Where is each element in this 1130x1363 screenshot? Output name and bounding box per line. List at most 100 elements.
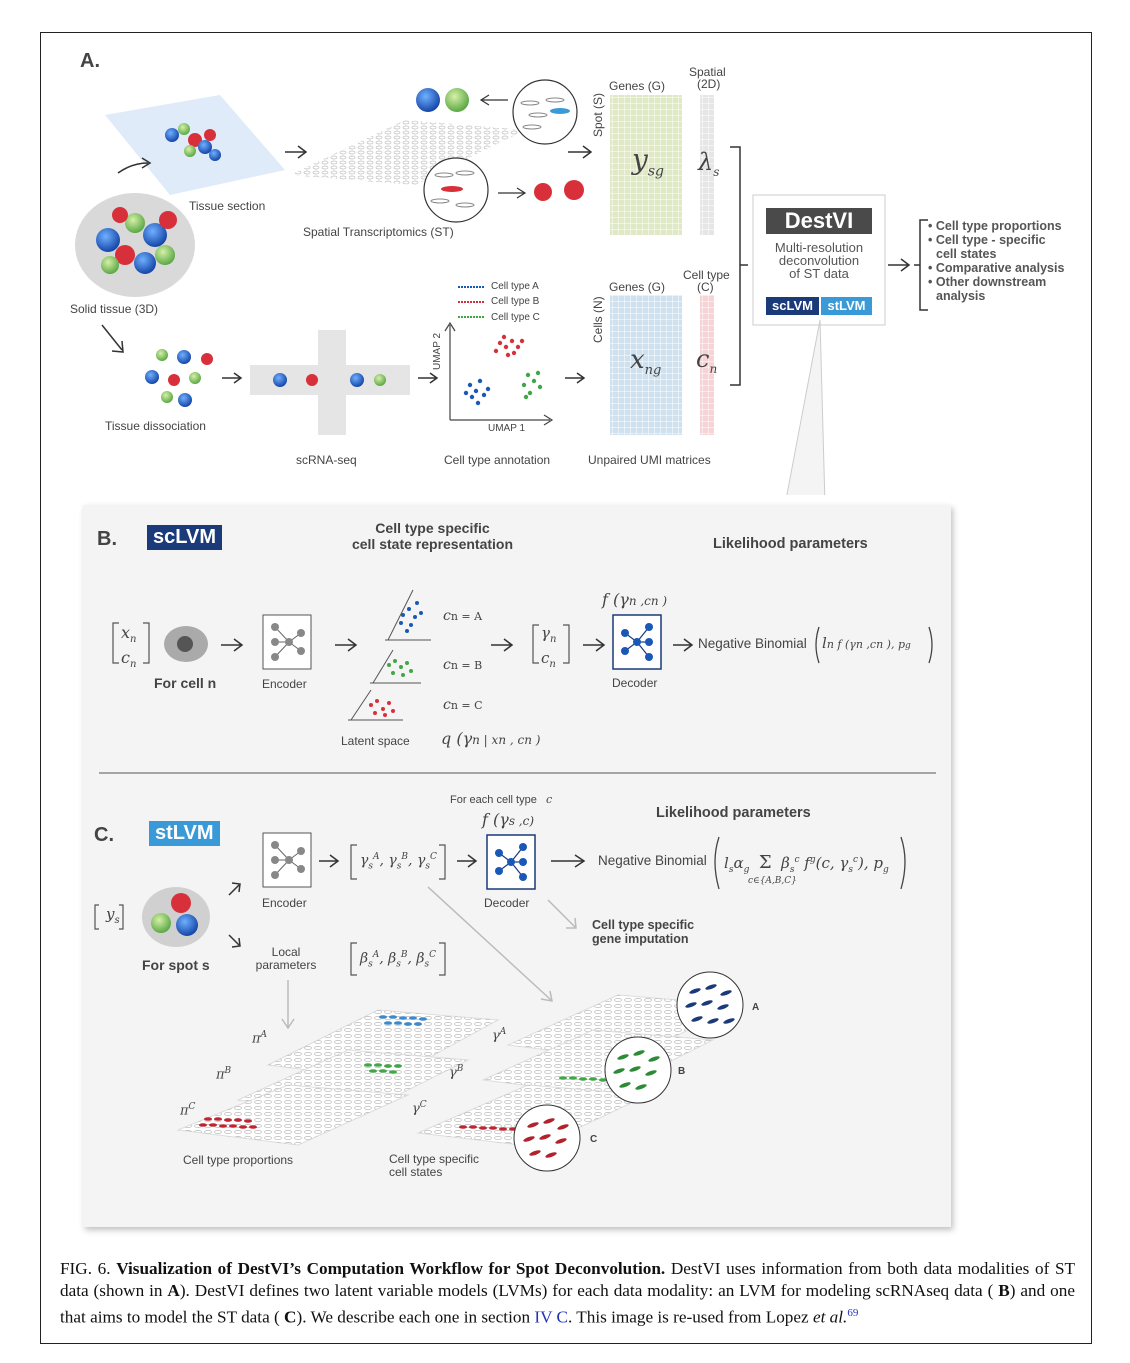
matrix-c	[700, 295, 714, 435]
panel-b-tag: scLVM	[147, 525, 222, 550]
label-for-each: For each cell type c	[450, 793, 553, 806]
label-cell-type-annotation: Cell type annotation	[444, 453, 551, 467]
figure-caption: FIG. 6. Visualization of DestVI’s Comput…	[60, 1259, 1076, 1327]
label-cells-n: Cells (N)	[591, 296, 605, 343]
st-plane	[290, 120, 525, 185]
label-cn-c: cn = C	[443, 697, 483, 713]
vector-ys: ys	[106, 905, 120, 926]
label-for-cell: For cell n	[154, 675, 217, 691]
legend-cell-type-a: Cell type A	[491, 281, 539, 292]
zoom-circle-bottom	[423, 157, 489, 223]
cell-state-circle-a	[676, 971, 744, 1039]
panel-a-letter: A.	[80, 50, 100, 72]
circle-label-c: C	[590, 1134, 598, 1145]
label-neg-binom-c: Negative Binomial	[598, 853, 707, 868]
arrow-to-section	[117, 162, 149, 174]
matrix-lambda	[700, 95, 714, 235]
umap-plot	[444, 286, 554, 426]
symbol-y-sg: ysg	[632, 143, 664, 180]
vector-gamma-c: γn cn	[541, 624, 557, 670]
label-cn-b: cn = B	[443, 657, 483, 673]
label-spatial-transcriptomics: Spatial Transcriptomics (ST)	[303, 225, 454, 239]
circle-label-b: B	[678, 1066, 686, 1077]
sum-subscript: c∈{A,B,C}	[748, 876, 797, 886]
panel-c-likelihood: Likelihood parameters	[656, 805, 811, 821]
zoom-circle-top	[512, 79, 578, 145]
solid-tissue-blob	[75, 193, 195, 297]
label-tissue-section: Tissue section	[189, 199, 266, 213]
label-encoder-c: Encoder	[262, 896, 307, 910]
label-gamma-c: γC	[412, 1100, 427, 1117]
decoder-c-icon	[486, 834, 536, 890]
reference-link[interactable]: 69	[847, 1307, 859, 1319]
tissue-section-cells	[165, 123, 221, 161]
destvi-sclvm-tag: scLVM	[772, 298, 813, 313]
vector-betas: βsA, βsB, βsC	[360, 950, 436, 970]
decoder-b-icon	[612, 614, 662, 670]
symbol-lambda-s: λs	[698, 148, 720, 179]
label-gamma-b: γB	[449, 1064, 464, 1081]
scrnaseq-device	[250, 330, 410, 435]
legend-cell-type-c: Cell type C	[491, 312, 540, 323]
vector-gammas: γsA, γsB, γsC	[360, 852, 437, 872]
panel-c-tag: stLVM	[149, 821, 220, 846]
section-link[interactable]: IV C	[534, 1307, 568, 1327]
proportion-planes	[176, 1009, 500, 1146]
latent-space-plots	[348, 589, 431, 721]
nb-args-b: ln f (γn ,cn ), pg	[822, 634, 911, 652]
label-cn-a: cn = A	[443, 608, 483, 624]
label-f-gamma-c: f (γs ,c)	[482, 810, 535, 829]
cell-state-circle-c	[513, 1104, 581, 1172]
destvi-outputs: • Cell type proportions • Cell type - sp…	[928, 219, 1065, 303]
panel-c-letter: C.	[94, 824, 114, 846]
label-pi-a: πA	[252, 1030, 268, 1047]
nb-args-c: lsαg Σ βsc fg(c, γsc), pg	[724, 852, 889, 875]
matrix-x	[610, 295, 682, 435]
encoder-c-icon	[262, 832, 312, 888]
label-f-gamma-b: f (γn ,cn )	[602, 590, 668, 609]
label-neg-binom-b: Negative Binomial	[698, 636, 807, 651]
label-decoder-c: Decoder	[484, 896, 530, 910]
cell-state-circle-b	[604, 1036, 672, 1104]
callout	[786, 319, 826, 495]
label-pi-c: πC	[180, 1102, 196, 1119]
label-genes-top: Genes (G)	[609, 79, 666, 93]
symbol-c-n: cn	[696, 345, 718, 376]
label-unpaired-umi: Unpaired UMI matrices	[588, 453, 711, 467]
matrix-bracket	[730, 146, 741, 386]
green-cell	[445, 88, 469, 112]
dissociated-cells	[145, 349, 213, 407]
label-genes-bottom: Genes (G)	[609, 280, 666, 294]
label-solid-tissue: Solid tissue (3D)	[70, 302, 159, 316]
label-umap1: UMAP 1	[488, 423, 526, 434]
destvi-title: DestVI	[784, 208, 854, 233]
panel-a-graphics	[75, 79, 928, 495]
label-encoder-b: Encoder	[262, 677, 307, 691]
label-celltype-c: (C)	[697, 280, 714, 294]
label-tissue-dissociation: Tissue dissociation	[105, 419, 206, 433]
label-spatial: Spatial	[689, 65, 726, 79]
label-decoder-b: Decoder	[612, 676, 658, 690]
label-gamma-a: γA	[492, 1027, 507, 1044]
label-celltype: Cell type	[683, 268, 730, 282]
label-2d: (2D)	[697, 77, 721, 91]
panel-bc-graphics	[94, 589, 936, 1172]
matrix-y	[610, 95, 682, 235]
legend-cell-type-b: Cell type B	[491, 296, 540, 307]
figure-frame	[40, 32, 1092, 1344]
label-for-spot: For spot s	[142, 957, 210, 973]
vector-x-c: xn cn	[121, 623, 137, 671]
label-latent-space: Latent space	[341, 734, 410, 748]
label-umap2: UMAP 2	[432, 332, 443, 370]
panel-b-likelihood: Likelihood parameters	[713, 536, 868, 552]
panel-b-letter: B.	[97, 528, 117, 550]
label-cell-type-proportions: Cell type proportions	[183, 1153, 294, 1167]
symbol-x-ng: xng	[630, 345, 662, 379]
label-q-expr: q (γn | xn , cn )	[441, 729, 541, 748]
red-cells	[534, 180, 584, 201]
